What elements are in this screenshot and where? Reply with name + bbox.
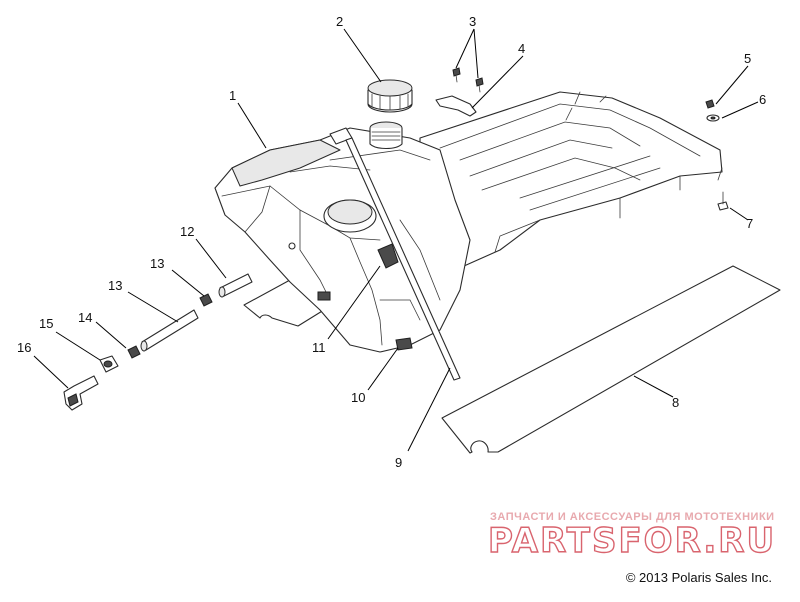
small-nut-lower-part — [127, 345, 141, 359]
callout-16: 16 — [17, 340, 31, 355]
callout-13a: 13 — [150, 256, 164, 271]
callout-6: 6 — [759, 92, 766, 107]
heat-shield-part — [441, 265, 781, 454]
tube-fitting-part — [218, 273, 253, 298]
callout-14: 13 — [108, 278, 122, 293]
callout-11: 11 — [312, 340, 326, 355]
washer-part — [706, 114, 720, 122]
callout-4: 4 — [518, 41, 525, 56]
callout-3: 3 — [469, 14, 476, 29]
callout-8: 8 — [672, 395, 679, 410]
elbow-fitting-part — [63, 375, 99, 411]
callout-labels: 1 2 3 4 5 6 7 8 9 10 11 12 13 13 14 15 1… — [17, 14, 766, 470]
small-nut-upper-part — [199, 293, 213, 307]
callout-9: 9 — [395, 455, 402, 470]
watermark-subtitle: ЗАПЧАСТИ И АКСЕССУАРЫ ДЛЯ МОТОТЕХНИКИ — [490, 511, 775, 523]
fuel-cap-part — [367, 79, 413, 113]
watermark-brand: PARTSFOR.RU — [488, 521, 776, 561]
callout-10: 10 — [351, 390, 365, 405]
fuel-tank-part — [214, 91, 723, 353]
fuel-sender-rod-part — [345, 137, 461, 381]
hose-part — [140, 309, 199, 352]
copyright-text: © 2013 Polaris Sales Inc. — [625, 570, 772, 585]
callout-2: 2 — [336, 14, 343, 29]
watermark: ЗАПЧАСТИ И АКСЕССУАРЫ ДЛЯ МОТОТЕХНИКИ PA… — [487, 511, 776, 562]
callout-13b: 14 — [78, 310, 92, 325]
leader-lines — [33, 28, 759, 452]
strap-bracket-part — [435, 95, 477, 117]
callout-15: 15 — [39, 316, 53, 331]
callout-5: 5 — [744, 51, 751, 66]
callout-12: 12 — [180, 224, 194, 239]
callout-1: 1 — [229, 88, 236, 103]
nut-part — [705, 99, 715, 109]
bolt-part — [717, 167, 729, 211]
screws-part — [452, 67, 484, 93]
callout-7: 7 — [746, 216, 753, 231]
quick-connect-part — [99, 355, 119, 373]
